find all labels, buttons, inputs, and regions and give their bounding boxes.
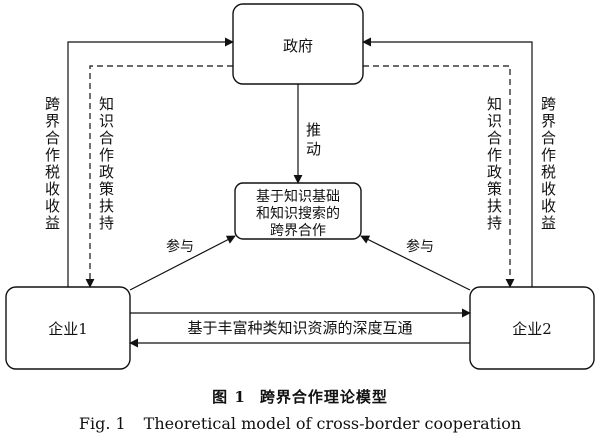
figure-caption-en: Fig. 1 Theoretical model of cross-border …: [0, 414, 600, 433]
tax-arrow-right: [362, 37, 533, 287]
push-label: 推动: [304, 122, 322, 160]
participate-arrow-right: [360, 235, 471, 291]
policy-arrow-left: [85, 65, 233, 288]
caption-en-number: Fig. 1: [78, 414, 126, 433]
tax-arrow-left: [67, 37, 234, 287]
enterprise1-label: 企业1: [48, 320, 88, 338]
center-line-2: 和知识搜索的: [256, 205, 340, 222]
participate-label-left: 参与: [166, 238, 194, 255]
caption-zh-number: 图 1: [212, 388, 246, 406]
center-line-3: 跨界合作: [270, 223, 326, 239]
policy-arrow-right: [363, 65, 515, 288]
participate-arrow-left: [129, 235, 236, 291]
caption-en-title: Theoretical model of cross-border cooper…: [143, 414, 522, 433]
caption-zh-title: 跨界合作理论模型: [259, 388, 388, 406]
policy-label-right: 知识合作政策扶持: [485, 96, 503, 232]
enterprise1-node: 企业1: [5, 286, 131, 370]
tax-label-right: 跨界合作税收收益: [539, 96, 557, 232]
government-node: 政府: [232, 3, 364, 85]
enterprise2-node: 企业2: [469, 286, 595, 370]
center-line-1: 基于知识基础: [256, 188, 340, 205]
tax-label-left: 跨界合作税收收益: [43, 96, 61, 232]
cross-border-cooperation-diagram: 政府 基于知识基础 和知识搜索的 跨界合作 企业1 企业2 跨界合作税收收益 跨…: [5, 3, 595, 370]
cross-border-cooperation-node: 基于知识基础 和知识搜索的 跨界合作: [234, 182, 362, 240]
policy-label-left: 知识合作政策扶持: [97, 96, 115, 232]
figure-caption-zh: 图 1 跨界合作理论模型: [0, 386, 600, 407]
connectivity-label: 基于丰富种类知识资源的深度互通: [187, 319, 412, 337]
participate-label-right: 参与: [406, 238, 434, 255]
government-label: 政府: [283, 37, 313, 55]
enterprise2-label: 企业2: [512, 320, 552, 338]
